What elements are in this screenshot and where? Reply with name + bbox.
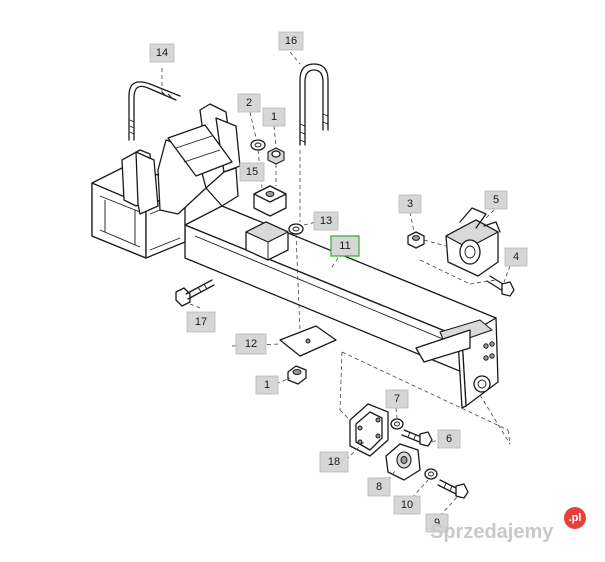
callout-18: 18 [319, 451, 349, 473]
svg-text:9: 9 [434, 517, 440, 529]
svg-text:8: 8 [376, 481, 382, 493]
roller-part-8 [385, 443, 421, 481]
washer-part-2 [250, 139, 266, 151]
svg-text:12: 12 [245, 338, 257, 350]
callout-7: 7 [385, 389, 409, 409]
callout-14: 14 [149, 43, 175, 63]
callout-13: 13 [313, 211, 339, 231]
svg-text:5: 5 [493, 194, 499, 206]
lower-block [245, 221, 289, 261]
svg-text:17: 17 [195, 316, 207, 328]
washer-part-13 [288, 223, 304, 235]
svg-text:10: 10 [401, 499, 413, 511]
callout-1-bottom: 1 [255, 375, 279, 395]
callout-3: 3 [398, 194, 422, 214]
callout-10: 10 [393, 495, 421, 515]
clamp-block-part-15 [253, 185, 287, 217]
svg-text:2: 2 [246, 97, 252, 109]
svg-text:13: 13 [320, 215, 332, 227]
watermark-badge-text: .pl [569, 512, 582, 524]
washer-part-7 [390, 418, 404, 430]
svg-text:1: 1 [264, 379, 270, 391]
svg-text:14: 14 [156, 47, 168, 59]
u-bolt-part-16 [299, 63, 329, 146]
bolt-part-17 [175, 279, 215, 307]
mount-bracket-part-18 [349, 403, 389, 457]
hitch-coupling-part-5 [445, 207, 501, 277]
bolt-part-4 [486, 275, 515, 297]
svg-text:18: 18 [328, 456, 340, 468]
svg-text:1: 1 [271, 111, 277, 123]
leader-lines [161, 51, 511, 517]
callout-16: 16 [278, 31, 304, 51]
svg-text:15: 15 [246, 166, 258, 178]
nut-part-1-bottom [287, 365, 307, 385]
callout-17: 17 [186, 311, 216, 333]
j-bolt-part-14 [128, 81, 181, 141]
svg-text:7: 7 [394, 393, 400, 405]
callout-5: 5 [484, 190, 508, 210]
svg-text:16: 16 [285, 35, 297, 47]
callout-11: 11 [330, 235, 360, 257]
svg-text:4: 4 [513, 251, 519, 263]
callout-2: 2 [237, 93, 261, 113]
watermark-badge [564, 507, 586, 529]
callout-6: 6 [437, 429, 461, 449]
callout-4: 4 [504, 247, 528, 267]
nut-part-1-top [267, 147, 285, 165]
callout-1-top: 1 [262, 107, 286, 127]
svg-text:3: 3 [407, 198, 413, 210]
watermark: Sprzedajemy .pl [430, 507, 586, 543]
svg-text:6: 6 [446, 433, 452, 445]
callout-8: 8 [367, 477, 391, 497]
bolt-part-9 [437, 479, 469, 499]
washer-part-10 [424, 468, 438, 480]
watermark-text: Sprzedajemy [430, 521, 554, 543]
drawbar-frame [91, 103, 499, 409]
plate-part-12 [279, 325, 337, 357]
callout-12: 12 [235, 333, 267, 355]
nut-part-3 [407, 231, 425, 249]
callout-15: 15 [239, 162, 265, 182]
bolt-part-6 [401, 429, 433, 447]
callout-9: 9 [425, 513, 449, 533]
svg-text:11: 11 [339, 240, 350, 252]
